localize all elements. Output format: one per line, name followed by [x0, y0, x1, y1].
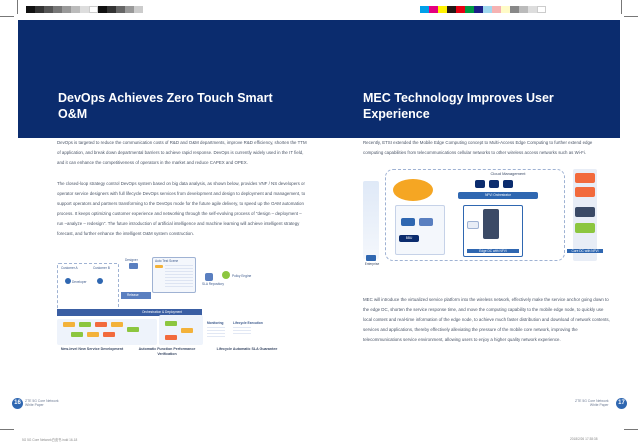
footer-subtitle: White Paper: [25, 403, 44, 407]
enterprise-icon: [366, 255, 376, 261]
caption-verification: Automatic Function Performance Verificat…: [138, 347, 196, 356]
crop-mark: [0, 16, 14, 17]
core-module-orange: [575, 173, 595, 183]
devops-diagram: Customer A Customer B Developer Designer…: [57, 255, 307, 360]
test-chip: [155, 265, 163, 268]
developer-icon: [97, 278, 103, 284]
monitoring-label: Monitoring: [207, 321, 224, 325]
orchestration-arrow: [57, 309, 202, 316]
edge-dc-panel: [463, 205, 523, 257]
customer-panel: [57, 263, 119, 311]
page-number-right: 17: [616, 398, 627, 409]
lifecycle-lines: [233, 327, 251, 336]
core-dc-label: Core DC with NFVI: [567, 249, 603, 253]
developer-icon: [65, 278, 71, 284]
vnf-chip: [165, 335, 177, 340]
developer-label: Developer: [72, 280, 87, 284]
mec-benefits-paragraph: MEC will introduce the virtualized servi…: [363, 297, 610, 342]
caption-new-service: New-level New Service Development: [60, 347, 124, 351]
print-slug-left: 5G 5G Core Network白皮书.indd 16-18: [22, 438, 78, 442]
vnf-chip: [95, 322, 107, 327]
auto-test-label: Auto Test Scene: [155, 259, 179, 263]
designer-label: Designer: [125, 258, 138, 262]
sla-repository-label: SLA Repository: [202, 282, 224, 286]
footer-subtitle: White Paper: [589, 403, 609, 407]
edge-module: [401, 218, 415, 226]
vnf-chip: [165, 321, 177, 326]
customer-a-label: Customer A: [61, 266, 78, 270]
header-banner: [18, 20, 620, 138]
vnf-chip: [127, 327, 139, 332]
grayscale-bar: [26, 6, 143, 13]
crop-mark: [624, 428, 638, 429]
server-icon: [489, 180, 499, 188]
vnf-chip: [181, 328, 193, 333]
test-lines: [165, 265, 193, 289]
devops-closed-loop-paragraph: The closed-loop strategy control DevOps …: [57, 181, 306, 236]
crop-mark: [624, 16, 638, 17]
orchestration-label: Orchestration & Deployment: [142, 310, 183, 314]
device-column: [363, 181, 379, 259]
server-icon: [475, 180, 485, 188]
bbu-label: BBU: [405, 236, 413, 240]
orchestrator-circle: [393, 179, 433, 201]
core-module-green: [575, 223, 595, 233]
nfvi-orchestrator-bar: [458, 192, 538, 199]
vnf-chip: [87, 332, 99, 337]
section-title-mec: MEC Technology Improves User Experience: [363, 91, 554, 121]
vnf-chip: [63, 322, 75, 327]
core-module-dark: [575, 207, 595, 217]
vnf-chip: [103, 332, 115, 337]
server-icon: [503, 180, 513, 188]
footer-publication-left: ZTE 5G Core Network White Paper: [25, 399, 59, 407]
edge-dc-module: [467, 221, 479, 229]
customer-b-label: Customer B: [93, 266, 110, 270]
monitoring-lines: [207, 327, 225, 339]
lifecycle-execution-label: Lifecycle Execution: [233, 321, 263, 325]
vnf-chip: [71, 332, 83, 337]
crop-mark: [620, 0, 621, 14]
footer-title: ZTE 5G Core Network: [25, 399, 59, 403]
cloud-management-label: Cloud Management: [490, 171, 526, 176]
footer-title: ZTE 5G Core Network: [575, 399, 609, 403]
vnf-chip: [79, 322, 91, 327]
policy-engine-label: Policy Engine: [232, 274, 252, 278]
print-slug-right: 2018/2/26 17:38:38: [570, 437, 598, 441]
cloud-panel: [385, 169, 565, 261]
core-module-orange: [575, 187, 595, 197]
vnf-chip: [111, 322, 123, 327]
bbu-box: [399, 235, 419, 242]
color-bar: [420, 6, 546, 13]
section-title-devops: DevOps Achieves Zero Touch Smart O&M: [58, 91, 273, 121]
policy-icon: [222, 271, 230, 279]
nfvi-orchestrator-label: NFVI Orchestrator: [485, 193, 511, 197]
footer-publication-right: ZTE 5G Core Network White Paper: [575, 399, 609, 407]
caption-sla-guarantee: Lifecycle Automatic SLA Guarantee: [216, 347, 278, 351]
edge-dc-module: [483, 209, 499, 239]
mec-architecture-diagram: Enterprise Cloud Management NFVI Orchest…: [363, 163, 613, 270]
page-number-left: 16: [12, 398, 23, 409]
release-label: Release: [127, 293, 139, 297]
edge-dc-label: Edge DC with NFVI: [467, 249, 519, 253]
release-arrow: [121, 292, 151, 299]
designer-icon: [129, 263, 138, 269]
mec-intro-paragraph: Recently, ETSI extended the Mobile Edge …: [363, 140, 593, 155]
devops-intro-paragraph: DevOps is targeted to reduce the communi…: [57, 140, 307, 165]
crop-mark: [0, 428, 14, 429]
edge-module: [419, 218, 433, 226]
sla-db-icon: [205, 273, 213, 281]
edge-site-panel: [395, 205, 445, 255]
enterprise-label: Enterprise: [364, 262, 380, 266]
crop-mark: [17, 0, 18, 14]
